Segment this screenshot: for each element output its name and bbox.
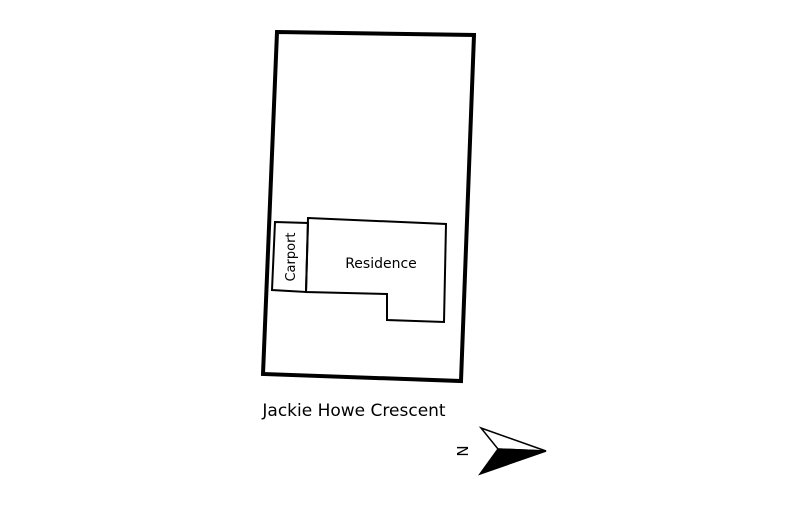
lot-boundary bbox=[260, 29, 477, 384]
carport-outline bbox=[270, 220, 310, 294]
north-label: N bbox=[454, 445, 472, 456]
street-label: Jackie Howe Crescent bbox=[261, 401, 446, 421]
north-arrow-icon bbox=[478, 426, 547, 476]
carport-label: Carport bbox=[284, 232, 299, 281]
residence-label: Residence bbox=[345, 256, 417, 272]
